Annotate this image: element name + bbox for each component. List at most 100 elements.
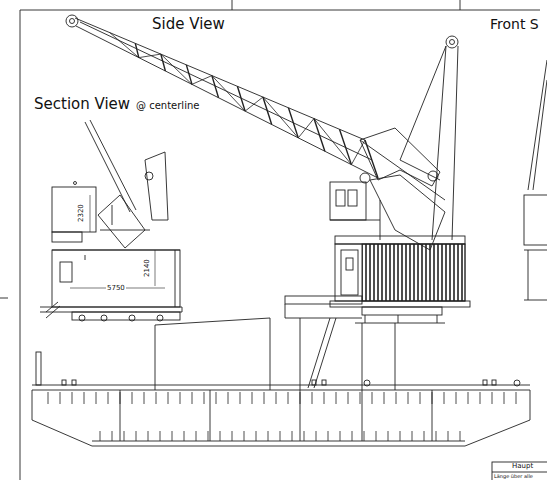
deck-frame	[396, 392, 397, 404]
truss-lacing	[110, 33, 365, 165]
deck-frame	[504, 392, 505, 404]
deck-frame	[288, 392, 289, 404]
deck-frame	[192, 392, 193, 404]
bottom-frame	[436, 431, 437, 441]
truss-post	[237, 86, 245, 111]
deck-frame	[96, 392, 97, 404]
deck-frame	[264, 392, 265, 404]
deck-frame	[468, 392, 469, 404]
front-view-partial	[524, 60, 547, 300]
deck-frame	[408, 392, 409, 404]
bottom-frame	[100, 431, 101, 441]
deck-frame	[456, 392, 457, 404]
section-view	[40, 120, 182, 321]
bottom-frame	[460, 431, 461, 441]
bottom-frame	[304, 431, 305, 441]
bottom-frame	[232, 431, 233, 441]
deck-frame	[144, 392, 145, 404]
deck-frame	[228, 392, 229, 404]
deck-frame	[360, 392, 361, 404]
bottom-frame	[376, 431, 377, 441]
deck-frame	[120, 392, 121, 404]
deck-frame	[300, 392, 301, 404]
truss-post	[314, 119, 325, 152]
deck-frame	[60, 392, 61, 404]
bottom-frame	[400, 431, 401, 441]
truss-post	[135, 43, 138, 57]
deck-frame	[168, 392, 169, 404]
dimension: 2140	[144, 258, 151, 278]
deck-frame	[420, 392, 421, 404]
view-title: Side View	[152, 17, 225, 32]
truss-post	[161, 54, 166, 71]
bottom-frame	[208, 431, 209, 441]
deck-frame	[432, 392, 433, 404]
deck-frame	[348, 392, 349, 404]
bottom-frame	[280, 431, 281, 441]
deck-frame	[132, 392, 133, 404]
bottom-frame	[124, 431, 125, 441]
bottom-frame	[340, 431, 341, 441]
deck-frame	[48, 392, 49, 404]
truss-post	[365, 140, 378, 178]
title-block	[492, 462, 547, 480]
bottom-frame	[292, 431, 293, 441]
deck-frame	[336, 392, 337, 404]
deck-frame	[240, 392, 241, 404]
bottom-frame	[112, 431, 113, 441]
bottom-frame	[172, 431, 173, 441]
crane-pedestal	[155, 296, 395, 390]
deck-frame	[72, 392, 73, 404]
deck-frame	[492, 392, 493, 404]
bottom-frame	[268, 431, 269, 441]
dimension: 5750	[106, 285, 126, 292]
truss-post	[186, 65, 192, 85]
bottom-frame	[244, 431, 245, 441]
title-block-text: Länge über alle	[494, 474, 533, 479]
a-frame-mast	[360, 36, 458, 250]
truss-post	[339, 129, 351, 164]
truss-post	[263, 97, 272, 124]
deck-frame	[108, 392, 109, 404]
deck-frame	[444, 392, 445, 404]
deck-frame	[372, 392, 373, 404]
view-title: Section View	[34, 97, 130, 112]
bottom-frame	[328, 431, 329, 441]
bottom-frame	[196, 431, 197, 441]
bottom-frame	[316, 431, 317, 441]
pontoon-hull	[32, 352, 530, 446]
bottom-frame	[364, 431, 365, 441]
bottom-frame	[148, 431, 149, 441]
dimension: 2320	[78, 203, 85, 223]
deck-frame	[480, 392, 481, 404]
machinery-house	[330, 236, 470, 323]
deck-frame	[216, 392, 217, 404]
bottom-frame	[184, 431, 185, 441]
bottom-frame	[412, 431, 413, 441]
bottom-frame	[424, 431, 425, 441]
deck-frame	[180, 392, 181, 404]
truss-post	[212, 76, 219, 98]
deck-frame	[324, 392, 325, 404]
bottom-frame	[220, 431, 221, 441]
view-subtitle: @ centerline	[136, 101, 199, 111]
deck-frame	[276, 392, 277, 404]
bottom-frame	[352, 431, 353, 441]
deck-frame	[84, 392, 85, 404]
bottom-frame	[160, 431, 161, 441]
operator-cab	[330, 182, 380, 240]
bottom-frame	[256, 431, 257, 441]
truss-post	[288, 108, 298, 138]
deck-frame	[312, 392, 313, 404]
deck-frame	[252, 392, 253, 404]
bottom-frame	[448, 431, 449, 441]
deck-frame	[156, 392, 157, 404]
bottom-frame	[136, 431, 137, 441]
deck-frame	[384, 392, 385, 404]
title-block-text: Haupt	[512, 463, 533, 470]
bottom-frame	[388, 431, 389, 441]
deck-frame	[516, 392, 517, 404]
view-title: Front S	[490, 17, 539, 31]
